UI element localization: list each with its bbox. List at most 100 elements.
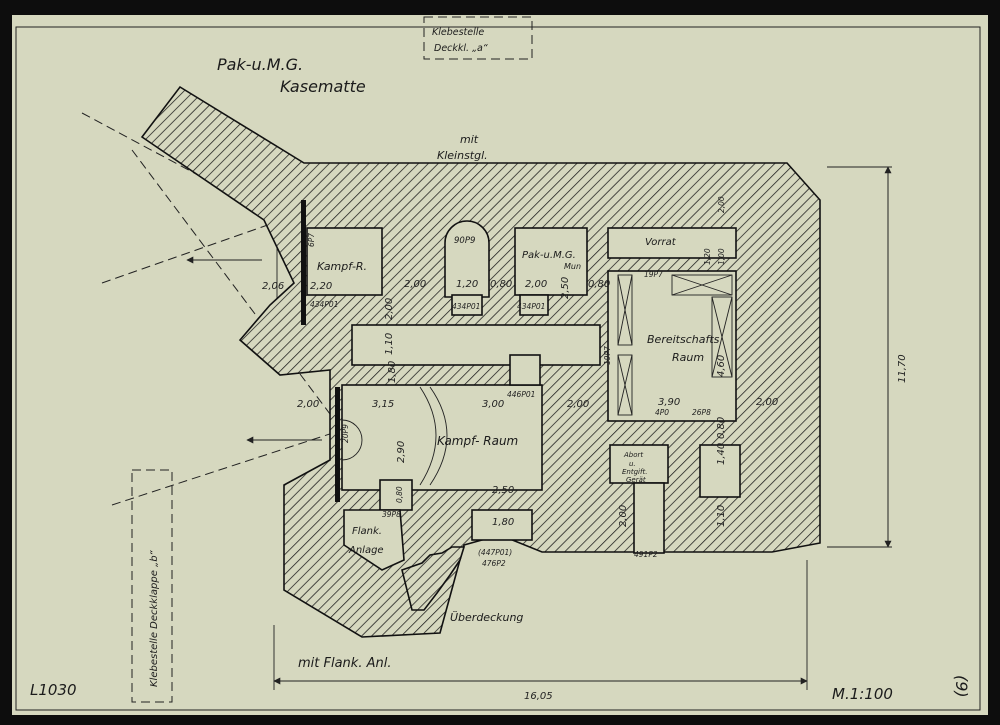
dim-2-06: 2,06 — [262, 281, 284, 292]
room-kampf-raum — [341, 384, 543, 491]
dim-2-50-b: 2,50 — [492, 485, 514, 496]
room-bereitschaft — [607, 270, 737, 422]
room-pak-mun — [514, 227, 588, 296]
drawing-sheet: Klebestelle Deckkl. „a“ Pak-u.M.G. Kasem… — [12, 15, 988, 715]
dim-11-70: 11,70 — [897, 354, 908, 383]
shaft — [633, 482, 665, 554]
note-kleinstgl: Kleinstgl. — [437, 149, 488, 162]
top-note-line2: Deckkl. „a“ — [434, 43, 488, 54]
dim-1-40: 1,40 — [716, 443, 727, 465]
dim-3-90: 3,90 — [658, 397, 680, 408]
dim-2-00-a: 2,00 — [404, 279, 426, 290]
room-kampf-r — [306, 227, 383, 296]
dim-2-90: 2,90 — [396, 441, 407, 463]
side-note-box — [131, 469, 173, 703]
dim-1-80-b: 1,80 — [492, 517, 514, 528]
dim-1-10: 1,10 — [384, 333, 395, 355]
passage-180 — [471, 509, 533, 541]
code-39: 39P8 — [382, 510, 401, 519]
dim-0-80-d: 0,80 — [395, 486, 404, 503]
dim-0-80-b: 0,80 — [588, 279, 610, 290]
label-flank-2: Anlage — [348, 545, 384, 556]
code-446: 446P01 — [507, 390, 535, 399]
label-flank-1: Flank. — [352, 526, 382, 537]
room-niche-b — [519, 294, 549, 316]
code-434-c: 434P01 — [517, 302, 545, 311]
room-90p9 — [444, 220, 490, 298]
dim-2-00-g: 2,00 — [618, 505, 629, 527]
stair-box — [509, 354, 541, 386]
embrasure — [341, 419, 363, 461]
room-niche-a — [451, 294, 483, 316]
title-line1: Pak-u.M.G. — [217, 55, 303, 74]
code-19b: 19P7 — [603, 346, 612, 365]
dim-1-20: 1,20 — [456, 279, 478, 290]
dim-2-00-d: 2,00 — [297, 399, 319, 410]
room-flank-anlage — [343, 509, 405, 571]
arc-mount — [419, 386, 448, 486]
note-ueberdeckung: Überdeckung — [450, 611, 523, 624]
code-447: (447P01) — [478, 548, 512, 557]
corridor — [351, 324, 601, 366]
code-476: 476P2 — [482, 559, 506, 568]
bunk-marks — [617, 274, 733, 416]
dimension-labels: 2,06 2,20 2,00 1,20 0,80 2,00 2,50 0,80 … — [262, 196, 908, 702]
note-flank: mit Flank. Anl. — [298, 656, 391, 671]
dim-2-50-a: 2,50 — [560, 277, 571, 299]
dim-3-15: 3,15 — [372, 399, 394, 410]
label-bereitschaft-2: Raum — [672, 351, 704, 364]
code-19: 19P7 — [644, 270, 663, 279]
label-abort-2: u. — [629, 460, 636, 468]
dim-2-20: 2,20 — [310, 281, 332, 292]
label-abort-4: Gerät — [626, 476, 646, 484]
label-bereitschaft-1: Bereitschafts — [647, 333, 720, 346]
label-kampf-raum: Kampf- Raum — [437, 434, 518, 448]
top-note-box — [423, 16, 533, 60]
label-abort-3: Entgift. — [622, 468, 647, 476]
dim-1-80-a: 1,80 — [387, 361, 398, 383]
shield-upper — [301, 200, 306, 325]
stepped-embrasure — [401, 546, 466, 611]
title-line2: Kasematte — [280, 77, 366, 96]
room-140 — [699, 444, 741, 498]
footer-page: (9) — [952, 675, 971, 698]
top-note-line1: Klebestelle — [432, 27, 484, 38]
floor-plan: Klebestelle Deckkl. „a“ Pak-u.M.G. Kasem… — [15, 16, 981, 711]
dim-2-00-b: 2,00 — [525, 279, 547, 290]
dim-1-00: 1,00 — [717, 248, 726, 265]
label-90p9: 90P9 — [454, 236, 475, 246]
dim-3-00: 3,00 — [482, 399, 504, 410]
code-20: 20P9 — [341, 424, 350, 443]
code-6: 6P7 — [307, 233, 316, 247]
dim-1-20-b: 1,20 — [703, 248, 712, 265]
shield-lower — [335, 387, 340, 502]
label-pak-mg-1: Pak-u.M.G. — [522, 250, 576, 261]
side-note-text: Klebestelle Deckklappe „b“ — [149, 549, 160, 687]
dim-4-60: 4,60 — [716, 355, 727, 377]
label-pak-mg-2: Mun — [564, 262, 581, 271]
dim-2-00-e: 2,00 — [567, 399, 589, 410]
rooms — [306, 220, 741, 571]
room-vorrat — [607, 227, 737, 259]
code-26: 26P8 — [692, 408, 711, 417]
note-mit: mit — [460, 133, 479, 146]
code-labels: 434P01 434P01 434P01 19P7 6P7 446P01 4P0… — [307, 233, 711, 568]
code-491: 491P2 — [634, 550, 658, 559]
dim-0-80-a: 0,80 — [490, 279, 512, 290]
code-434-a: 434P01 — [310, 300, 338, 309]
room-abort — [609, 444, 669, 484]
label-abort-1: Abort — [623, 451, 643, 459]
dim-2-00-h: 2,00 — [717, 196, 726, 213]
code-434-b: 434P01 — [452, 302, 480, 311]
code-4: 4P0 — [655, 408, 669, 417]
footer-scale: M.1:100 — [832, 685, 893, 703]
room-80 — [379, 479, 413, 511]
sheet-border — [15, 26, 981, 711]
dim-16-05: 16,05 — [524, 691, 553, 702]
dim-0-80-c: 0,80 — [716, 417, 727, 439]
label-vorrat: Vorrat — [645, 237, 677, 248]
dim-2-00-f: 2,00 — [756, 397, 778, 408]
label-kampf-r: Kampf-R. — [317, 260, 367, 273]
footer-code: L1030 — [30, 681, 77, 699]
dim-2-00-c: 2,00 — [384, 298, 395, 320]
